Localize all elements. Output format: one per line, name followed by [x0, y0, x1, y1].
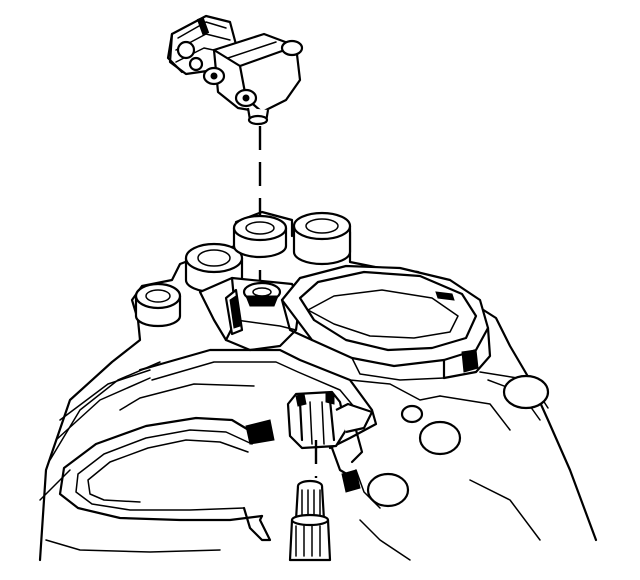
boss-left [134, 282, 182, 328]
center-fitting [286, 390, 374, 493]
port-hole-right [502, 374, 550, 410]
sensor-connector [166, 14, 240, 76]
lower-shaft [288, 479, 332, 562]
sensor-housing [202, 32, 304, 114]
sensor-nozzle [246, 107, 270, 126]
port-hole-lower-right [366, 472, 410, 508]
port-hole-mid-right [418, 420, 462, 456]
boss-top-left [232, 214, 288, 259]
intake-manifold [38, 210, 598, 562]
sensor-mounting-port [242, 281, 282, 307]
runner-channel-left [58, 416, 275, 542]
sensor-assembly [166, 14, 304, 126]
boss-top-right [292, 211, 352, 266]
plenum-opening [280, 264, 492, 381]
